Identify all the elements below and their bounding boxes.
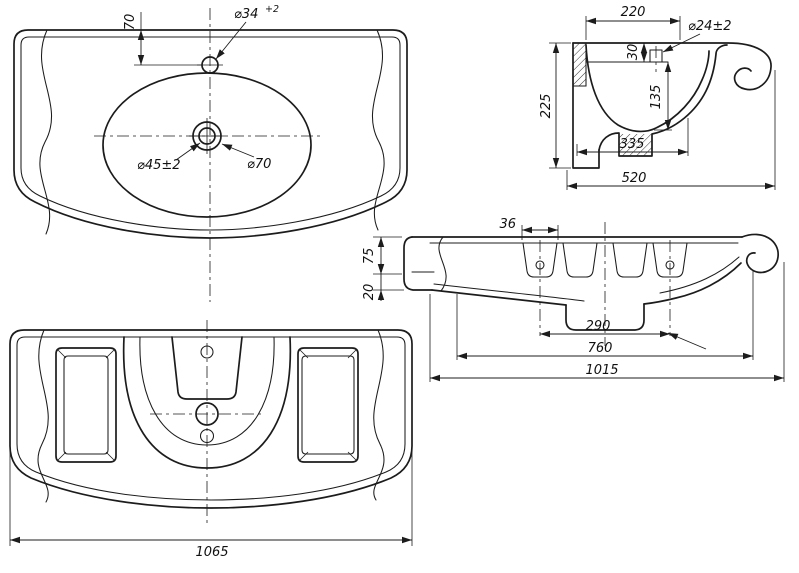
side-section-view: 220 30 ⌀24±2 225 135 335 520 — [539, 5, 776, 190]
dim-slot-width: 36 — [499, 217, 516, 232]
mount-tab — [652, 242, 688, 278]
leader-line — [662, 33, 701, 53]
dim-rim-height: 75 — [362, 248, 377, 265]
mount-tab — [522, 242, 558, 278]
dim-height: 225 — [539, 94, 554, 119]
extension-lines — [521, 225, 559, 240]
outline-inner — [16, 336, 406, 501]
mount-tab — [562, 242, 598, 278]
back-wall — [572, 42, 600, 169]
right-boss-inner — [301, 355, 355, 455]
dim-drain-inner: ⌀45±2 — [137, 158, 181, 173]
dim-total-width: 1065 — [195, 545, 228, 560]
left-boss-outer — [55, 347, 117, 463]
mount-hole-right — [665, 260, 675, 270]
bottom-edge-right — [643, 262, 742, 305]
bottom-edge-left — [431, 289, 567, 306]
overflow-hole — [649, 49, 663, 63]
overflow-outlet — [199, 428, 215, 444]
extension-lines — [549, 42, 571, 169]
dim-faucet-hole: ⌀34 — [234, 7, 258, 22]
drain-trapezoid — [171, 336, 243, 400]
break-line-left — [438, 236, 447, 292]
mount-tab — [612, 242, 648, 278]
right-curl — [741, 233, 779, 274]
drain-tick — [189, 118, 225, 154]
leader-line — [221, 143, 255, 158]
break-line-right — [373, 329, 385, 501]
extension-lines — [373, 236, 404, 291]
underside-profile — [598, 44, 728, 157]
outline-outer — [9, 329, 413, 509]
right-boss-chamfers — [299, 349, 357, 461]
front-view: 36 75 20 290 760 1015 — [362, 217, 785, 382]
dim-lip-height: 20 — [362, 284, 377, 301]
dim-total-depth: 520 — [622, 171, 647, 186]
left-boss-chamfers — [57, 349, 115, 461]
bottom-inner-left — [433, 283, 585, 302]
drain-boss — [565, 303, 645, 331]
extension-lines — [429, 262, 785, 382]
basin-inner-surface — [585, 44, 710, 133]
extension-lines — [9, 450, 413, 546]
bottom-view: 1065 — [9, 320, 413, 560]
drain-hole — [195, 402, 219, 426]
bottom-inner-right — [659, 256, 740, 294]
left-boss-inner — [63, 355, 109, 455]
leader-line — [215, 21, 247, 60]
outline-inner-rim — [20, 36, 401, 231]
dim-top-depth: 220 — [621, 5, 646, 20]
dim-overflow-drop: 30 — [626, 44, 641, 61]
break-line-left — [39, 29, 53, 235]
dim-basin-depth: 135 — [649, 85, 664, 110]
extension-lines — [134, 12, 202, 66]
right-boss-outer — [297, 347, 359, 463]
dim-faucet-offset: 70 — [123, 14, 138, 31]
dim-mount-span: 760 — [588, 341, 613, 356]
dim-total-width: 1015 — [585, 363, 618, 378]
basin-dome — [122, 336, 292, 469]
break-line-left — [37, 329, 49, 503]
basin-dome-inner — [139, 336, 275, 446]
dim-drain-outer: ⌀70 — [247, 157, 271, 172]
leader-arrow — [667, 332, 707, 350]
faucet-hole-underside — [200, 345, 214, 359]
break-line-right — [371, 29, 385, 231]
outline-outer — [13, 29, 408, 239]
dim-faucet-hole-tolerance: +2 — [265, 4, 279, 15]
rim-and-front-curl — [572, 42, 772, 91]
dim-drain-span: 290 — [586, 319, 611, 334]
mount-hole-centerlines — [539, 240, 671, 336]
top-view: 70 ⌀34 +2 ⌀45±2 ⌀70 — [13, 4, 408, 302]
dim-overflow-hole: ⌀24±2 — [688, 19, 732, 34]
dim-basin-bottom: 335 — [620, 137, 645, 152]
back-wall-hatch — [572, 42, 587, 87]
leader-line — [175, 142, 201, 161]
left-end-cap — [403, 236, 433, 291]
extension-lines — [456, 270, 754, 360]
mount-hole-left — [535, 260, 545, 270]
